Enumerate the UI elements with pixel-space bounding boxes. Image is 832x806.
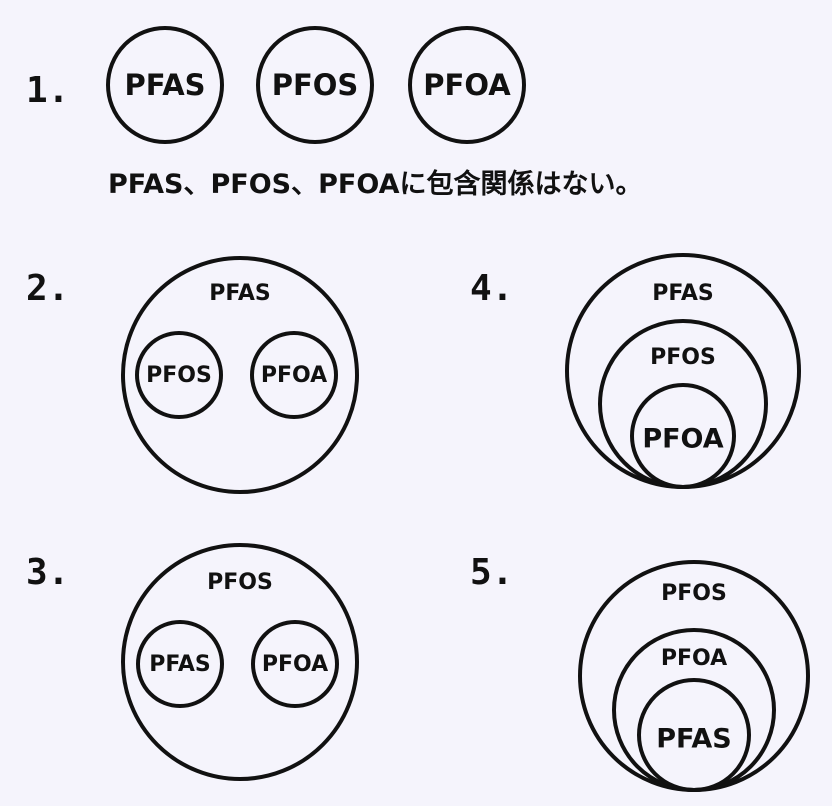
caption: PFAS、PFOS、PFOAに包含関係はない。 [108, 168, 642, 200]
inner-circle [630, 383, 736, 489]
outer-label: PFOS [207, 570, 273, 595]
pfas-circle [106, 26, 224, 144]
option-4: 4. PFAS PFOS PFOA [470, 253, 801, 489]
inner-label: PFOA [262, 652, 328, 677]
inner-label: PFOA [261, 363, 327, 388]
inner-circle [251, 620, 339, 708]
inner-circle [136, 620, 224, 708]
inner-circle [135, 331, 223, 419]
outer-label: PFAS [209, 281, 271, 306]
inner-label: PFAS [656, 724, 731, 755]
option-number: 5. [470, 552, 513, 593]
pfoa-circle [408, 26, 526, 144]
option-1: 1. PFAS PFOS PFOA PFAS、PFOS、PFOAに包含関係はない… [26, 26, 642, 200]
circle-label: PFOA [423, 68, 511, 102]
option-number: 2. [26, 268, 69, 309]
middle-label: PFOA [661, 646, 727, 671]
outer-label: PFOS [661, 581, 727, 606]
circle-label: PFAS [124, 68, 205, 102]
outer-circle [121, 256, 359, 494]
outer-label: PFAS [652, 281, 714, 306]
option-5: 5. PFOS PFOA PFAS [470, 552, 810, 792]
pfos-circle [256, 26, 374, 144]
outer-circle [121, 543, 359, 781]
middle-label: PFOS [650, 345, 716, 370]
inner-circle [250, 331, 338, 419]
inner-label: PFAS [149, 652, 211, 677]
option-number: 3. [26, 552, 69, 593]
option-number: 1. [26, 70, 69, 111]
option-2: 2. PFAS PFOS PFOA [26, 256, 359, 494]
option-3: 3. PFOS PFAS PFOA [26, 543, 359, 781]
option-number: 4. [470, 268, 513, 309]
inner-label: PFOA [642, 424, 723, 455]
inner-label: PFOS [146, 363, 212, 388]
circle-label: PFOS [272, 68, 359, 102]
inner-circle [637, 678, 751, 792]
